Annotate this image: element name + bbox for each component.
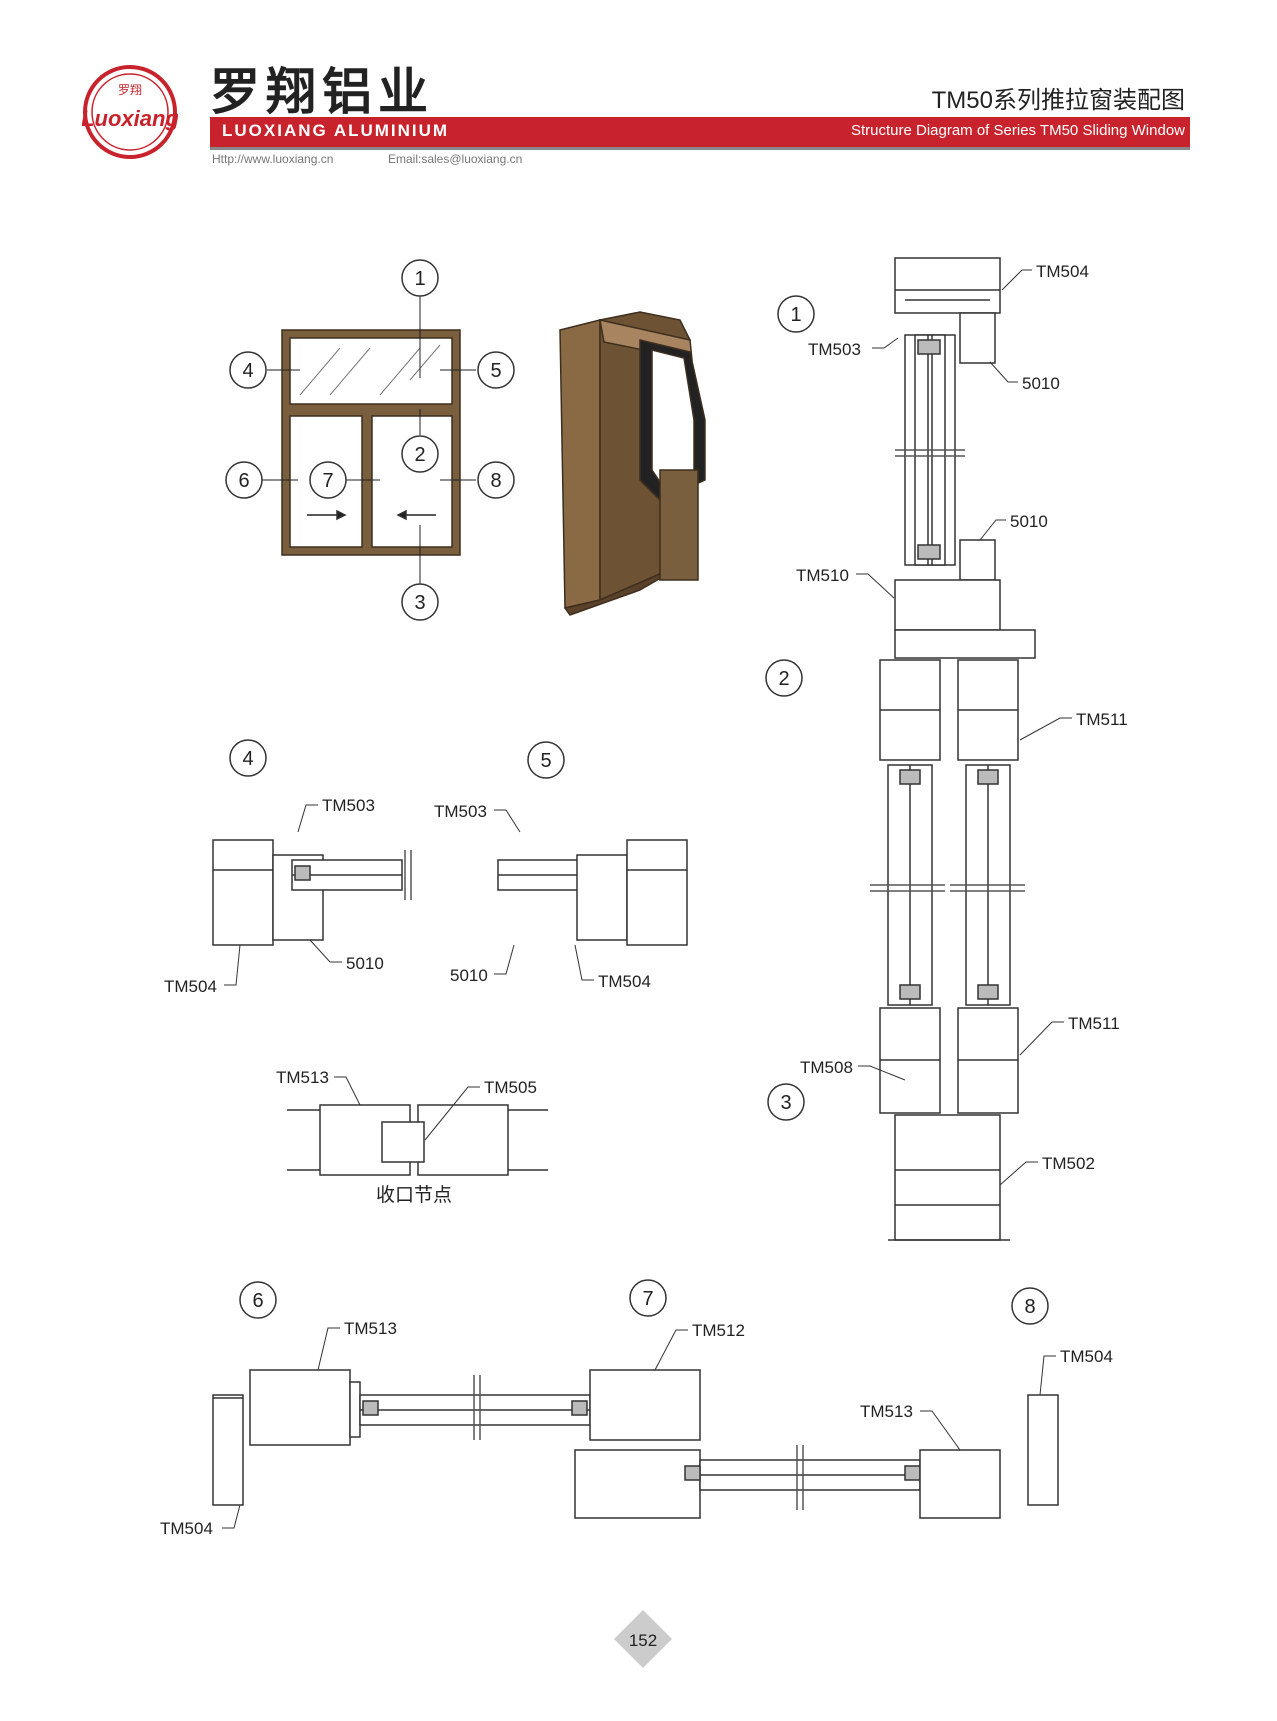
label-tm503-top: TM503 [808, 340, 861, 359]
svg-text:3: 3 [414, 592, 425, 614]
svg-text:7: 7 [642, 1288, 653, 1310]
elevation-callout-2: 2 [401, 435, 439, 473]
company-name-cn: 罗翔铝业 [210, 63, 434, 121]
elevation-callout-8: 8 [477, 461, 515, 499]
page-title-cn: TM50系列推拉窗装配图 [931, 87, 1185, 114]
elevation-callout-6: 6 [225, 461, 263, 499]
label-tm513-right: TM513 [860, 1402, 913, 1421]
email-text: Email:sales@luoxiang.cn [388, 152, 523, 166]
label-tm513-node: TM513 [276, 1068, 329, 1087]
svg-text:4: 4 [242, 360, 253, 382]
label-tm508: TM508 [800, 1058, 853, 1077]
svg-text:2: 2 [414, 444, 425, 466]
elevation-callout-1: 1 [401, 259, 439, 297]
label-tm504-right: TM504 [1060, 1347, 1113, 1366]
section-callout-4: 4 [229, 739, 267, 777]
company-seal-logo: 罗翔 Luoxiang [82, 65, 178, 159]
elevation-callout-5: 5 [477, 351, 515, 389]
header-underline [210, 147, 1190, 150]
label-tm505-node: TM505 [484, 1078, 537, 1097]
section-callout-8: 8 [1011, 1287, 1049, 1325]
svg-text:5: 5 [540, 750, 551, 772]
svg-text:6: 6 [238, 470, 249, 492]
svg-text:6: 6 [252, 1290, 263, 1312]
svg-text:8: 8 [1024, 1296, 1035, 1318]
elevation-callout-7: 7 [309, 461, 347, 499]
profile-3d-render [559, 311, 706, 616]
svg-text:1: 1 [790, 304, 801, 326]
closing-node-caption: 收口节点 [376, 1185, 453, 1206]
label-5010-left: 5010 [346, 954, 384, 973]
label-tm511-lower: TM511 [1068, 1014, 1120, 1033]
section-6-7-8 [212, 1369, 1059, 1519]
vsection-callout-1: 1 [777, 295, 815, 333]
elevation-callout-3: 3 [401, 583, 439, 621]
label-tm503-right: TM503 [434, 802, 487, 821]
label-5010-right: 5010 [450, 966, 488, 985]
label-tm510: TM510 [796, 566, 849, 585]
svg-text:1: 1 [414, 268, 425, 290]
vsection-callout-3: 3 [767, 1083, 805, 1121]
header-red-band [210, 117, 1190, 147]
page-title-en: Structure Diagram of Series TM50 Sliding… [850, 122, 1185, 139]
label-tm504-right: TM504 [598, 972, 651, 991]
section-callout-6: 6 [239, 1281, 277, 1319]
svg-text:4: 4 [242, 748, 253, 770]
window-elevation [262, 296, 476, 585]
label-tm504-left: TM504 [160, 1519, 213, 1538]
svg-text:2: 2 [778, 668, 789, 690]
section-callout-7: 7 [629, 1279, 667, 1317]
page-number: 152 [629, 1631, 657, 1650]
label-tm504-top: TM504 [1036, 262, 1089, 281]
label-tm512: TM512 [692, 1321, 745, 1340]
svg-text:罗翔: 罗翔 [118, 83, 142, 97]
label-tm511-upper: TM511 [1076, 710, 1128, 729]
elevation-callout-4: 4 [229, 351, 267, 389]
label-5010-mid: 5010 [1010, 512, 1048, 531]
svg-text:3: 3 [780, 1092, 791, 1114]
label-tm502: TM502 [1042, 1154, 1095, 1173]
closing-node [287, 1104, 548, 1176]
label-tm503-left: TM503 [322, 796, 375, 815]
svg-text:Luoxiang: Luoxiang [82, 106, 178, 131]
label-5010-top: 5010 [1022, 374, 1060, 393]
label-tm504-left: TM504 [164, 977, 217, 996]
svg-text:5: 5 [490, 360, 501, 382]
company-name-en: LUOXIANG ALUMINIUM [222, 121, 450, 140]
label-tm513-left: TM513 [344, 1319, 397, 1338]
section-callout-5: 5 [527, 741, 565, 779]
website-text: Http://www.luoxiang.cn [212, 152, 334, 166]
vertical-section [870, 257, 1036, 1241]
svg-text:7: 7 [322, 470, 333, 492]
page-number-badge [614, 1610, 672, 1668]
section-4-5 [212, 839, 688, 946]
vsection-callout-2: 2 [765, 659, 803, 697]
svg-text:8: 8 [490, 470, 501, 492]
